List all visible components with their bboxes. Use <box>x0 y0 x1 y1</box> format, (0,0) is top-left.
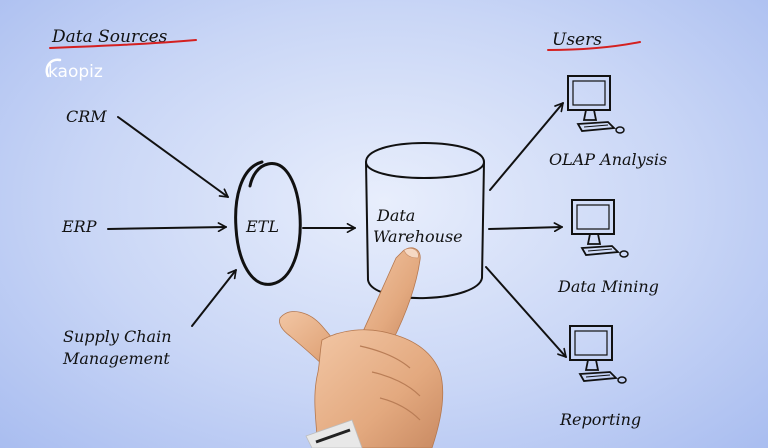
arrow-scm-to-etl <box>191 269 237 327</box>
source-crm-label: CRM <box>66 107 107 126</box>
computer-icon <box>567 75 625 134</box>
arrow-warehouse-to-mining <box>488 222 563 233</box>
computer-icon <box>569 325 627 384</box>
data-warehouse-node: Data Warehouse <box>365 142 485 300</box>
arrow-warehouse-to-reporting <box>485 266 567 358</box>
pointing-hand-image <box>279 247 444 448</box>
user-olap-label: OLAP Analysis <box>549 150 667 169</box>
source-erp-label: ERP <box>61 217 97 236</box>
users-heading: Users <box>552 30 602 50</box>
users-underline <box>547 41 641 51</box>
logo-text: kaopiz <box>48 62 103 82</box>
source-scm-label-line2: Management <box>62 349 170 368</box>
arrow-erp-to-etl <box>107 222 227 233</box>
etl-node: ETL <box>234 160 302 286</box>
kaopiz-logo: kaopiz <box>45 58 103 82</box>
arrow-crm-to-etl <box>117 116 229 198</box>
user-mining-label: Data Mining <box>557 277 659 296</box>
logo-swoosh-icon <box>45 58 62 78</box>
computer-icon <box>571 199 629 258</box>
etl-label: ETL <box>245 217 279 236</box>
source-scm-label-line1: Supply Chain <box>63 327 172 346</box>
warehouse-label-line2: Warehouse <box>373 227 463 246</box>
etl-oval <box>234 160 302 286</box>
data-sources-underline <box>49 39 197 49</box>
user-reporting-label: Reporting <box>559 410 641 429</box>
warehouse-cylinder-top <box>365 142 485 179</box>
data-sources-heading: Data Sources <box>51 27 168 47</box>
warehouse-cylinder-body <box>365 161 485 300</box>
arrow-warehouse-to-olap <box>489 102 564 191</box>
warehouse-label-line1: Data <box>376 206 415 225</box>
